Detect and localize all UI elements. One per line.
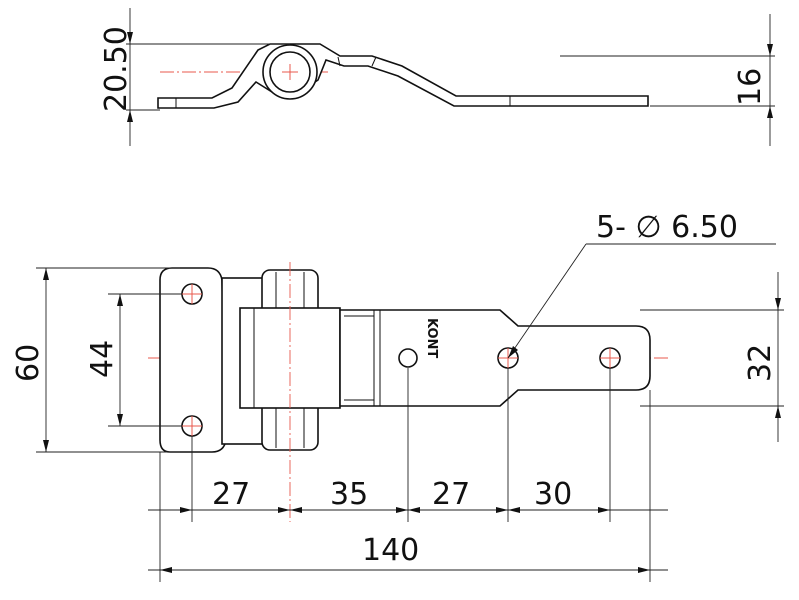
dim-140-label: 140: [362, 533, 419, 568]
dim-seg-3-label: 27: [432, 477, 470, 512]
seg-arrow-2: [278, 507, 290, 513]
dim-20-50-arrow-top: [127, 32, 133, 44]
side-view-seam-2: [371, 56, 377, 67]
hole-callout-leader: [507, 243, 587, 359]
right-leaf-body: [339, 309, 651, 407]
hole-callout-label: 5- ∅ 6.50: [596, 210, 738, 245]
side-view: 20.50 16: [99, 8, 775, 146]
dim-32-label: 32: [743, 344, 778, 382]
side-view-plate-profile: [157, 43, 649, 109]
left-leaf-plate: [159, 267, 227, 453]
dim-32-arrow-bottom: [775, 406, 781, 418]
dim-140-arrow-right: [638, 567, 650, 573]
dim-32-arrow-top: [775, 298, 781, 310]
seg-arrow-4: [396, 507, 408, 513]
dim-140-arrow-left: [160, 567, 172, 573]
dim-44-arrow-bottom: [117, 414, 123, 426]
seg-arrow-7: [508, 507, 520, 513]
dim-60-label: 60: [11, 344, 46, 382]
dim-seg-1-label: 27: [212, 477, 250, 512]
dim-seg-4-label: 30: [534, 477, 572, 512]
mounting-hole-bottom-left: [181, 415, 203, 437]
dim-20-50-label: 20.50: [99, 26, 134, 112]
dim-seg-2-label: 35: [330, 477, 368, 512]
dim-16-label: 16: [733, 68, 768, 106]
dim-20-50-arrow-bottom: [127, 110, 133, 122]
dim-60-arrow-bottom: [43, 440, 49, 452]
dim-16-arrow-bottom: [767, 106, 773, 118]
dim-16-arrow-top: [767, 44, 773, 56]
brand-logo: KONT: [424, 318, 439, 358]
seg-arrow-8: [598, 507, 610, 513]
seg-arrow-5: [408, 507, 420, 513]
front-view: KONT 60: [11, 210, 784, 582]
dim-60-arrow-top: [43, 268, 49, 280]
dim-44-arrow-top: [117, 294, 123, 306]
mounting-hole-center: [398, 348, 418, 368]
mounting-hole-top-left: [181, 283, 203, 305]
seg-arrow-1: [180, 507, 192, 513]
dim-44-label: 44: [85, 340, 120, 378]
seg-arrow-6: [496, 507, 508, 513]
mounting-hole-slot-2: [599, 347, 621, 369]
side-view-seam-1: [337, 56, 341, 67]
seg-arrow-3: [290, 507, 302, 513]
hole-callout-arrow: [508, 346, 518, 358]
